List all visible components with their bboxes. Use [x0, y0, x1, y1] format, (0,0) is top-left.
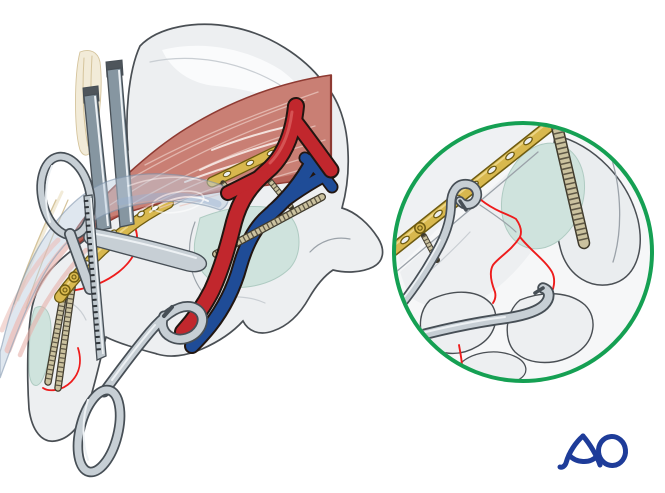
ring-highlight — [45, 165, 53, 223]
inset-plate-hole — [487, 165, 497, 175]
inset-border-circle — [392, 121, 654, 383]
pubic-fracture — [42, 347, 81, 392]
anterior-column-fracture — [61, 215, 139, 293]
blade-highlight — [94, 95, 109, 227]
inset-plate-hole — [505, 151, 515, 161]
long-plate-screws — [44, 276, 77, 392]
sling-highlight — [149, 195, 209, 213]
bone-hook — [72, 300, 208, 478]
loop-highlight — [82, 399, 89, 461]
inset-plate-hole — [523, 136, 533, 146]
retractor-shaft — [65, 229, 95, 294]
screw-head — [68, 271, 80, 283]
plate-hole — [222, 170, 232, 178]
hook-tip — [162, 305, 174, 318]
serration-teeth — [83, 199, 102, 355]
hook-highlight — [111, 324, 156, 381]
ao-logo-a-crossbar — [566, 452, 600, 464]
ao-logo — [557, 433, 629, 470]
retractor-blades — [82, 59, 135, 232]
inset-trochanter-line — [611, 159, 621, 263]
iliac-vessels — [174, 97, 340, 354]
inset-plate-hole — [400, 235, 410, 245]
main-illustration — [0, 23, 384, 478]
sciatic-notch-line — [309, 237, 351, 253]
ao-logo-a-left-leg — [557, 433, 586, 470]
fracture-lines — [42, 215, 139, 392]
ring-handle-retractor — [36, 151, 96, 295]
hook-loop-handle — [74, 386, 124, 476]
inset-plate-hole — [433, 209, 443, 219]
inset-screw-head-slot — [417, 225, 423, 231]
inguinal-fiber — [16, 190, 64, 302]
inset-lower-hook — [396, 282, 555, 347]
plate-hole — [245, 159, 255, 167]
inset-screw-head — [414, 222, 426, 234]
inset-upper-hook-highlight — [401, 239, 441, 301]
ao-logo-o — [595, 434, 629, 468]
inset-lower-hook-tip — [533, 286, 545, 295]
sling-outline — [0, 173, 230, 379]
screw-head-slot — [71, 274, 77, 280]
artery-highlight — [268, 110, 294, 165]
screw-head — [59, 284, 71, 296]
wing-inner-shading-line — [149, 57, 281, 86]
sling-highlight — [127, 176, 201, 187]
tendon-fiber-line — [82, 57, 89, 147]
serrated-retractor — [83, 194, 107, 361]
plate-hole — [136, 210, 146, 218]
bar-highlight — [90, 197, 104, 355]
flat-retractor-highlight — [95, 233, 197, 259]
screw-shaft — [45, 289, 67, 385]
screw-shaft — [55, 277, 76, 391]
retractor-blade — [106, 67, 135, 228]
inset-upper-hook — [396, 178, 483, 317]
inset-brim-line — [396, 151, 539, 273]
ao-logo-a-right-leg — [580, 433, 603, 468]
inset-bone-line — [479, 204, 517, 233]
sling-swirl — [151, 190, 205, 214]
magnified-inset — [392, 121, 654, 383]
external-iliac-artery — [174, 97, 340, 341]
inset-upper-hook-tip — [458, 199, 468, 212]
pin-threads — [214, 194, 324, 257]
inset-threaded-pin — [549, 125, 591, 250]
screw-head-slot — [62, 287, 68, 293]
